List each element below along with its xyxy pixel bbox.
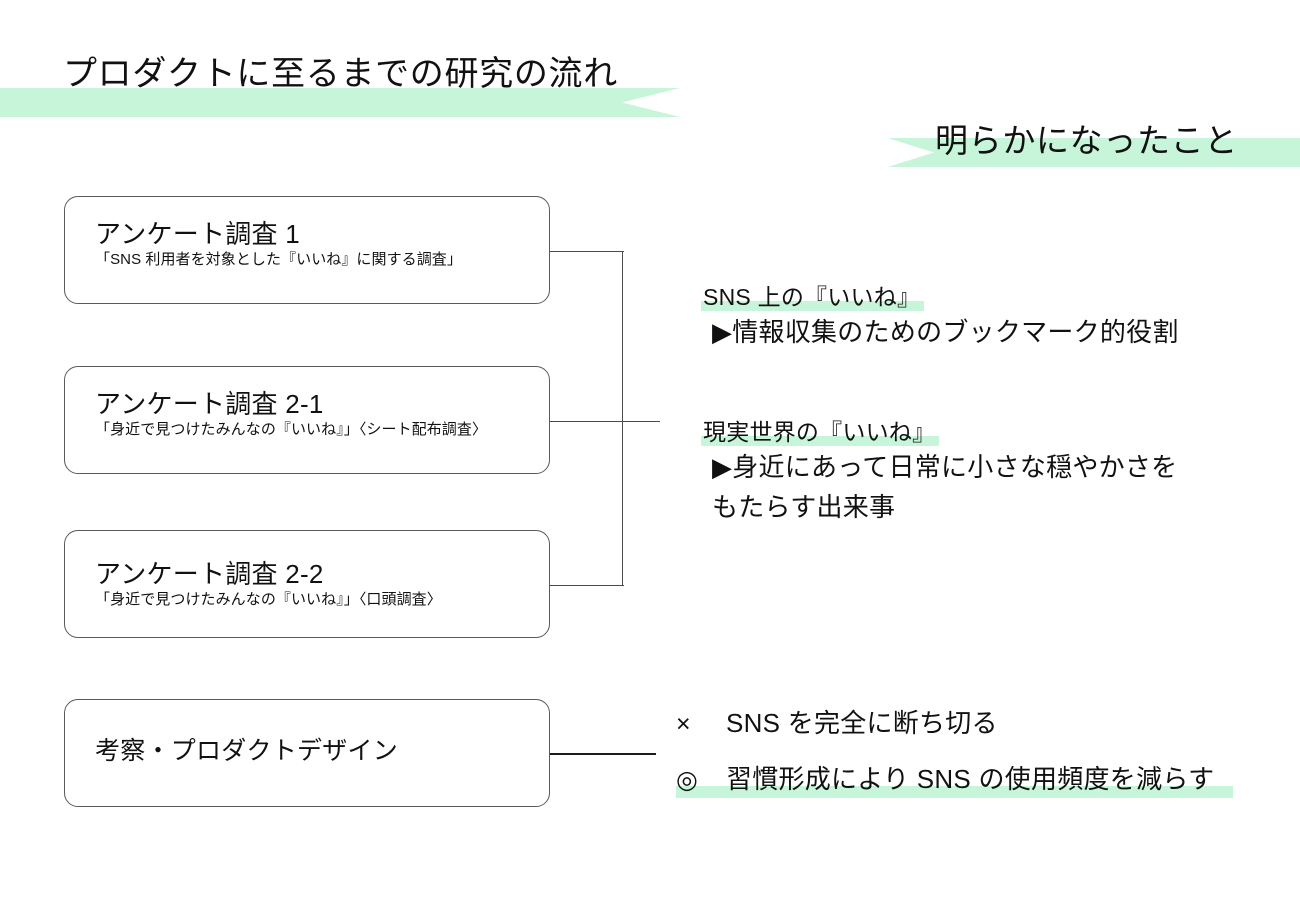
connector-line-vertical [622, 251, 624, 586]
flow-box-survey-2-2: アンケート調査 2-2 「身近で見つけたみんなの『いいね』」〈口頭調査〉 [64, 530, 550, 638]
flow-box-subtitle: 「身近で見つけたみんなの『いいね』」〈シート配布調査〉 [95, 420, 488, 438]
flow-box-subtitle: 「SNS 利用者を対象とした『いいね』に関する調査」 [95, 250, 462, 268]
flow-box-content: アンケート調査 2-1 「身近で見つけたみんなの『いいね』」〈シート配布調査〉 [95, 389, 535, 439]
flow-box-title: アンケート調査 1 [95, 219, 300, 249]
finding-heading-highlighted: 現実世界の『いいね』 [700, 419, 940, 446]
conclusion-text: SNS を完全に断ち切る [726, 708, 998, 738]
flow-box-survey-2-1: アンケート調査 2-1 「身近で見つけたみんなの『いいね』」〈シート配布調査〉 [64, 366, 550, 474]
left-banner-title: プロダクトに至るまでの研究の流れ [63, 55, 618, 93]
finding-heading-wrapper: 現実世界の『いいね』 [700, 418, 1177, 447]
flow-box-survey-1: アンケート調査 1 「SNS 利用者を対象とした『いいね』に関する調査」 [64, 196, 550, 304]
left-banner-ribbon [0, 88, 680, 117]
conclusion-row-adopted: ◎ 習慣形成により SNS の使用頻度を減らす [676, 763, 1214, 797]
connector-line-box4 [550, 753, 656, 755]
finding-group-real-world: 現実世界の『いいね』 ▶身近にあって日常に小さな穏やかさを もたらす出来事 [700, 418, 1178, 527]
flow-box-title: アンケート調査 2-1 [95, 389, 324, 419]
flow-box-subtitle: 「身近で見つけたみんなの『いいね』」〈口頭調査〉 [95, 590, 442, 608]
cross-mark-icon: × [676, 710, 691, 738]
flow-box-title: 考察・プロダクトデザイン [95, 737, 399, 765]
double-circle-mark-icon: ◎ [676, 766, 698, 794]
right-banner-ribbon [888, 138, 1300, 167]
conclusion-highlight-band [676, 786, 1233, 798]
flow-box-content: アンケート調査 2-2 「身近で見つけたみんなの『いいね』」〈口頭調査〉 [95, 559, 535, 609]
flow-box-product-design: 考察・プロダクトデザイン [64, 699, 550, 807]
finding-heading-wrapper: SNS 上の『いいね』 [700, 283, 1179, 312]
connector-line-box2 [550, 421, 660, 423]
connector-line-box3 [550, 585, 624, 587]
finding-group-sns: SNS 上の『いいね』 ▶情報収集のためのブックマーク的役割 [700, 283, 1179, 352]
flow-box-title: アンケート調査 2-2 [95, 559, 324, 589]
flow-box-content: 考察・プロダクトデザイン [95, 737, 535, 767]
connector-line-box1 [550, 251, 624, 253]
finding-detail-line: もたらす出来事 [712, 492, 896, 523]
flow-box-content: アンケート調査 1 「SNS 利用者を対象とした『いいね』に関する調査」 [95, 219, 535, 269]
finding-detail-line: ▶身近にあって日常に小さな穏やかさを [712, 451, 1178, 482]
finding-heading-highlighted: SNS 上の『いいね』 [700, 284, 925, 311]
right-banner-title: 明らかになったこと [935, 122, 1238, 159]
finding-detail-line: ▶情報収集のためのブックマーク的役割 [712, 316, 1179, 347]
conclusion-row-rejected: × SNS を完全に断ち切る [676, 707, 998, 741]
conclusion-text: 習慣形成により SNS の使用頻度を減らす [726, 764, 1215, 794]
